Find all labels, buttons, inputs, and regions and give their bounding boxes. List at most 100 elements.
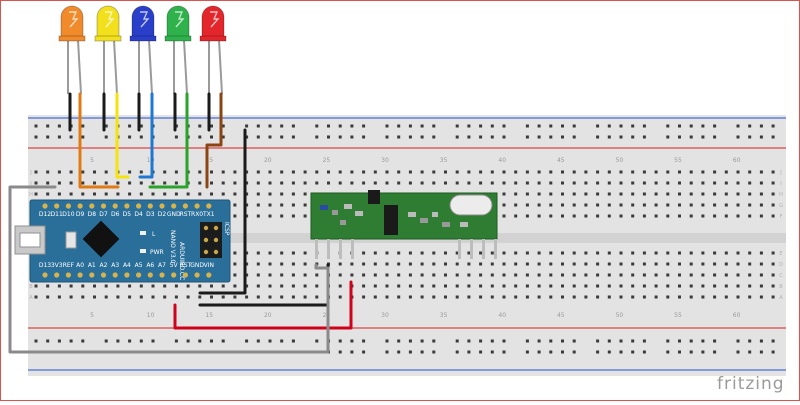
breadboard-hole: [256, 273, 260, 277]
breadboard-hole: [373, 273, 377, 277]
breadboard-hole: [607, 192, 611, 196]
arduino-top-pin-label: RX0: [191, 211, 203, 218]
breadboard-hole: [397, 251, 401, 255]
rail-hole: [701, 339, 705, 343]
breadboard-hole: [315, 273, 319, 277]
breadboard-hole: [642, 273, 646, 277]
rf-power-red-wire: [173, 280, 353, 330]
breadboard-hole: [245, 203, 249, 207]
led-leg: [148, 39, 153, 95]
breadboard-hole: [736, 273, 740, 277]
rail-hole: [678, 350, 681, 354]
breadboard-hole: [631, 273, 635, 277]
rail-hole: [736, 350, 740, 354]
breadboard-hole: [280, 273, 284, 277]
rf-module-pins: [315, 239, 497, 259]
breadboard-hole: [678, 192, 681, 196]
breadboard-hole: [619, 203, 623, 207]
breadboard-hole: [525, 273, 529, 277]
breadboard-hole: [713, 181, 717, 185]
breadboard-hole: [104, 295, 108, 299]
arduino-top-pin: [171, 203, 177, 209]
rail-hole: [572, 339, 576, 343]
breadboard-hole: [93, 192, 96, 196]
breadboard-hole: [572, 273, 576, 277]
rail-hole: [408, 135, 412, 139]
breadboard-hole: [81, 295, 85, 299]
breadboard-hole: [654, 170, 658, 174]
rail-hole: [689, 350, 693, 354]
breadboard-hole: [116, 181, 120, 185]
rail-hole: [479, 350, 483, 354]
breadboard-hole: [408, 284, 412, 288]
rf-coil: [368, 190, 380, 204]
breadboard-hole: [631, 295, 635, 299]
rail-hole: [479, 135, 483, 139]
breadboard-hole: [291, 251, 295, 255]
breadboard-hole: [268, 284, 272, 288]
breadboard-hole: [607, 203, 611, 207]
breadboard-hole: [607, 214, 611, 218]
breadboard-hole: [69, 192, 73, 196]
breadboard-hole: [57, 295, 61, 299]
breadboard-hole: [104, 181, 108, 185]
breadboard-hole: [724, 203, 728, 207]
arduino-bottom-pin-label: A6: [146, 262, 154, 269]
breadboard-hole: [748, 295, 752, 299]
breadboard-hole: [666, 214, 670, 218]
arduino-top-pin-label: D9: [76, 211, 85, 218]
rail-hole: [666, 135, 670, 139]
rail-hole: [280, 135, 284, 139]
arduino-top-pin: [65, 203, 71, 209]
breadboard-hole: [572, 181, 576, 185]
breadboard-hole: [713, 203, 717, 207]
breadboard-hole: [642, 181, 646, 185]
breadboard-hole: [654, 192, 658, 196]
breadboard-hole: [537, 192, 541, 196]
breadboard-hole: [572, 262, 576, 266]
rail-hole: [338, 350, 342, 354]
breadboard-hole: [408, 295, 412, 299]
breadboard-hole: [689, 203, 693, 207]
arduino-bottom-pin-label: A1: [88, 262, 96, 269]
breadboard-hole: [561, 273, 564, 277]
rail-hole: [666, 124, 670, 128]
breadboard-hole: [268, 251, 272, 255]
breadboard-hole: [444, 262, 447, 266]
breadboard-hole: [233, 192, 237, 196]
breadboard-hole: [479, 251, 483, 255]
breadboard-hole: [549, 262, 553, 266]
atmega-chip: [82, 220, 120, 258]
rail-hole: [174, 339, 178, 343]
breadboard-hole: [174, 170, 178, 174]
breadboard-hole: [525, 181, 529, 185]
breadboard-hole: [198, 170, 202, 174]
arduino-bottom-pin-label: A2: [100, 262, 108, 269]
rail-hole: [408, 350, 412, 354]
breadboard-hole: [420, 181, 424, 185]
breadboard-hole: [748, 251, 752, 255]
rail-hole: [268, 135, 272, 139]
breadboard-hole: [759, 181, 763, 185]
column-label: 15: [205, 312, 213, 319]
row-label: E: [779, 251, 782, 257]
breadboard-hole: [572, 284, 576, 288]
breadboard-hole: [93, 170, 96, 174]
rail-hole: [397, 135, 401, 139]
breadboard-hole: [678, 214, 681, 218]
breadboard-hole: [268, 273, 272, 277]
rail-hole: [713, 135, 717, 139]
breadboard-hole: [198, 284, 202, 288]
breadboard-hole: [678, 170, 681, 174]
breadboard-hole: [642, 203, 646, 207]
breadboard-hole: [654, 284, 658, 288]
breadboard-hole: [210, 181, 213, 185]
rail-hole: [420, 350, 424, 354]
yellow-led: [94, 5, 122, 95]
rail-hole: [642, 135, 646, 139]
breadboard-hole: [139, 295, 143, 299]
rail-hole: [397, 124, 401, 128]
breadboard-hole: [256, 181, 260, 185]
breadboard-hole: [46, 295, 50, 299]
